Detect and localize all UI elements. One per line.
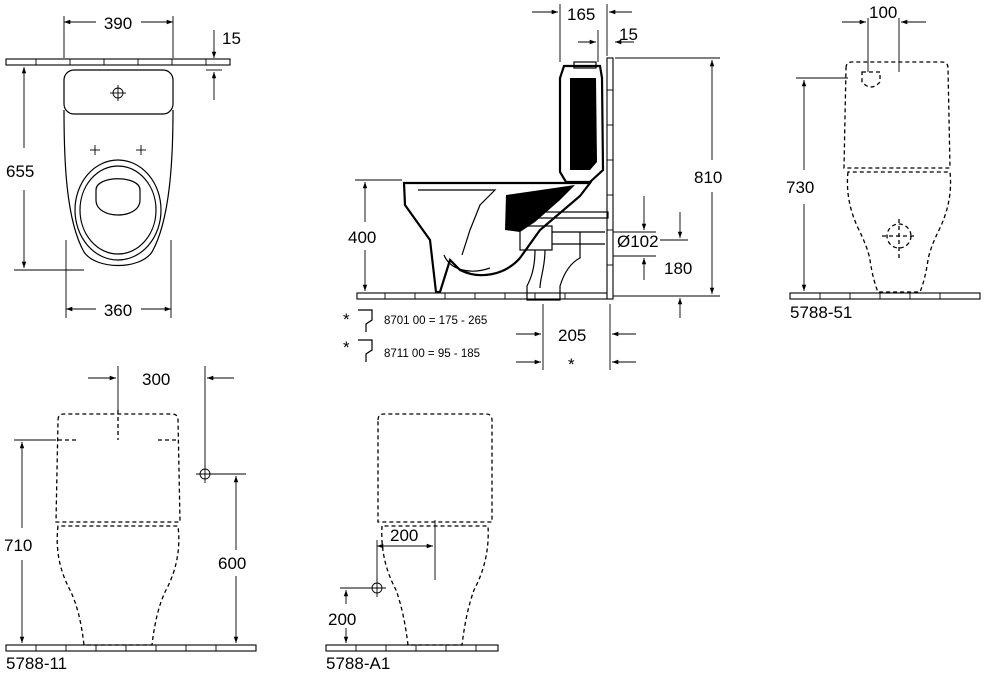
view-5788-51: 100 730 5788-51 <box>786 3 981 322</box>
bowl-rim-plan <box>74 159 162 261</box>
dim-inlet-offset-11: 300 <box>142 370 170 389</box>
view-5788-11: 300 710 600 5788-11 <box>4 366 257 673</box>
dim-asterisk: * <box>568 355 575 374</box>
bowl-inner-plan <box>79 165 157 255</box>
wall-strip-side <box>606 57 614 300</box>
bowl-outline-51 <box>846 171 952 293</box>
view-5788-A1: 200 200 5788-A1 <box>325 413 499 673</box>
dim-height-11: 710 <box>4 536 32 555</box>
bowl-well-plan <box>95 178 141 216</box>
dim-seat-height: 400 <box>348 228 376 247</box>
inlet-mark-A1 <box>368 579 386 597</box>
dim-inlet-height-A1: 200 <box>328 610 356 629</box>
dim-width-bottom: 360 <box>104 301 132 320</box>
floor-strip-11 <box>5 644 257 652</box>
dim-outlet-projection: 205 <box>558 326 586 345</box>
svg-text:*: * <box>343 310 350 329</box>
dim-tank-depth: 165 <box>567 5 595 24</box>
bowl-outline-11 <box>56 525 180 646</box>
floor-strip-A1 <box>325 644 499 652</box>
cistern-plan <box>63 69 174 115</box>
dim-height-total: 810 <box>694 168 722 187</box>
dim-outlet-height: 180 <box>664 259 692 278</box>
code-5788-A1: 5788-A1 <box>326 654 390 673</box>
outlet-mark-51 <box>882 219 916 258</box>
cistern-outline-11 <box>55 413 181 523</box>
svg-text:*: * <box>343 338 350 357</box>
floor-strip-side <box>356 292 608 300</box>
code-5788-11: 5788-11 <box>6 654 67 673</box>
dim-inlet-offset-51: 100 <box>869 3 897 22</box>
top-view: 390 15 655 360 <box>5 14 241 320</box>
floor-strip-51 <box>789 292 981 300</box>
svg-text:8701 00 = 175 - 265: 8701 00 = 175 - 265 <box>384 315 487 327</box>
cistern-outline-51 <box>843 61 951 169</box>
inlet-51 <box>861 71 881 88</box>
svg-text:8711 00 = 95 - 185: 8711 00 = 95 - 185 <box>384 348 480 360</box>
dim-depth: 655 <box>6 162 34 181</box>
dim-wall-gap: 15 <box>619 25 638 44</box>
side-view: * 8701 00 = 175 - 265 * 8711 00 = 95 - 1… <box>343 4 722 374</box>
dim-width-top: 390 <box>104 14 132 33</box>
dim-tank-offset: 15 <box>222 29 241 48</box>
dim-height-51: 730 <box>786 178 814 197</box>
dim-outlet-diameter: Ø102 <box>617 232 659 251</box>
wall-strip <box>5 58 231 66</box>
connector-option-1: * 8701 00 = 175 - 265 <box>343 309 487 332</box>
inlet-mark-11 <box>196 465 214 483</box>
bowl-outer-plan <box>63 109 174 267</box>
outlet-pipe <box>519 211 609 301</box>
code-5788-51: 5788-51 <box>790 303 852 322</box>
bowl-side <box>402 181 593 294</box>
dim-inlet-offset-A1: 200 <box>390 526 418 545</box>
flush-button-mark <box>110 85 126 101</box>
connector-option-2: * 8711 00 = 95 - 185 <box>343 338 480 362</box>
bowl-outline-A1 <box>381 525 489 646</box>
dim-inlet-height-11: 600 <box>218 554 246 573</box>
cistern-outline-A1 <box>377 413 493 523</box>
seat-fixing-marks <box>90 145 146 155</box>
